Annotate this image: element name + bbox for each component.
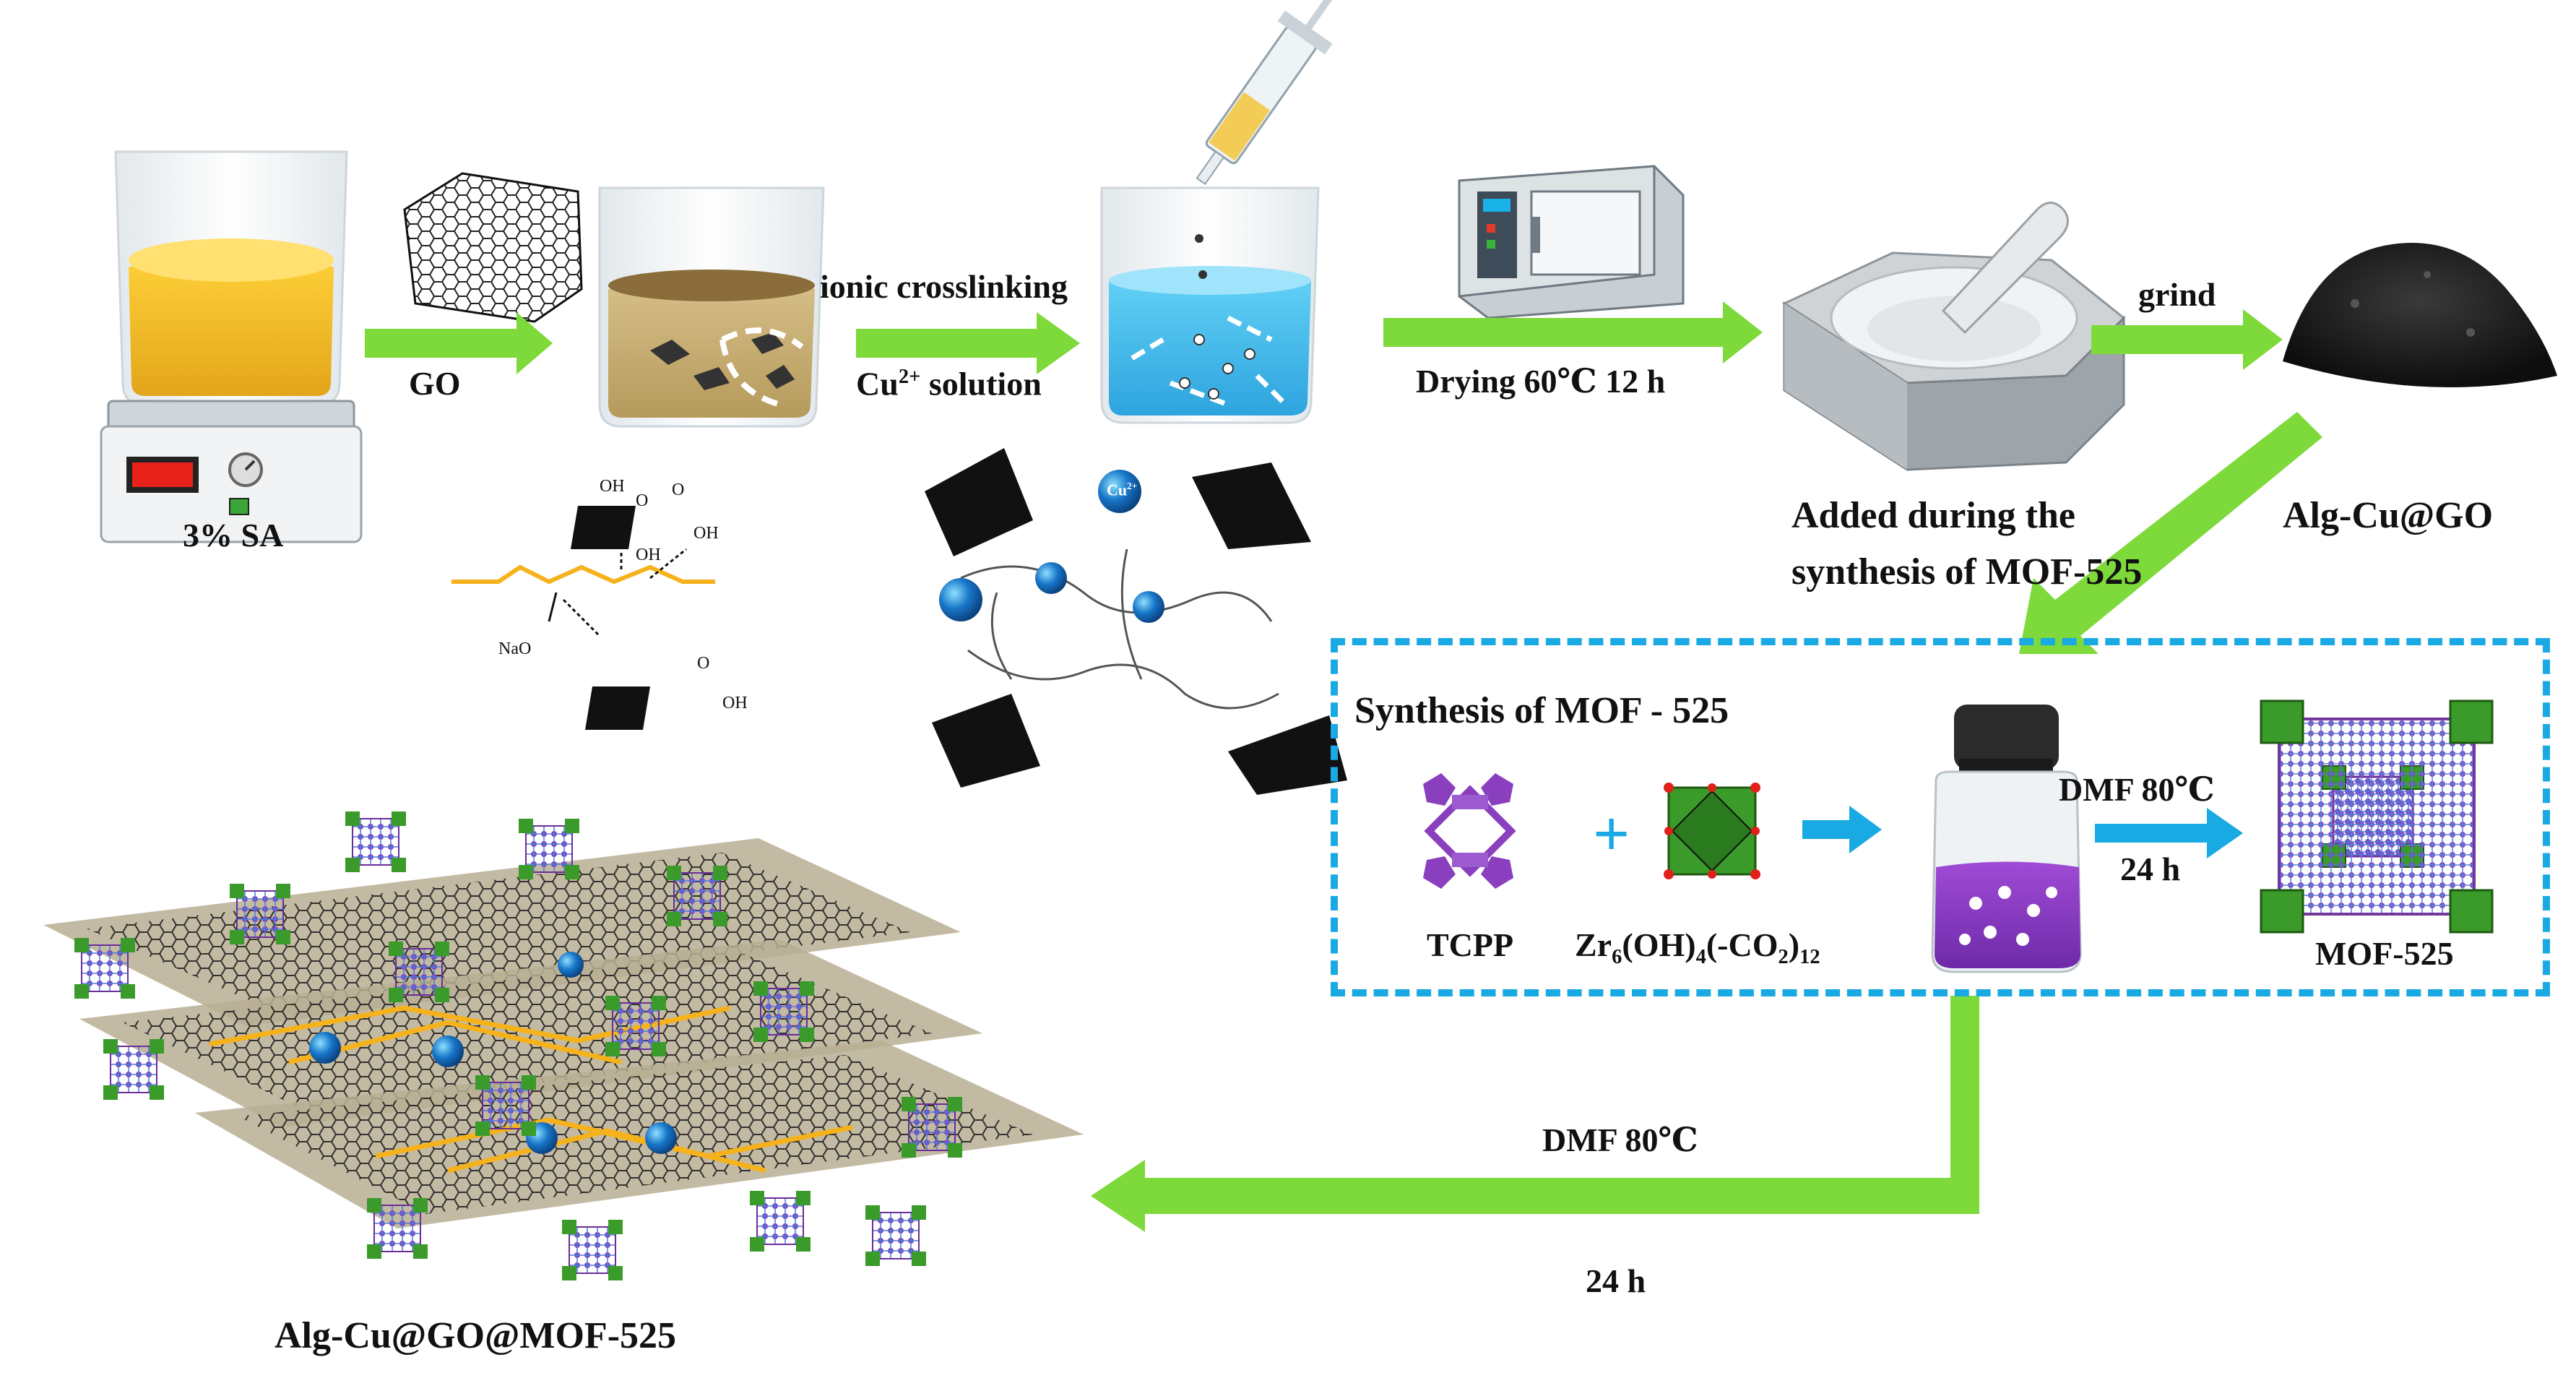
added-during-label-line1: Added during the — [1791, 495, 2075, 536]
time-condition-upper: 24 h — [2120, 851, 2181, 887]
plus-sign: + — [1593, 798, 1630, 870]
reaction-vial — [1931, 705, 2082, 973]
final-product-label: Alg-Cu@GO@MOF-525 — [275, 1315, 677, 1356]
cu-alginate-network-sketch — [925, 448, 1347, 795]
hotplate-with-sa-beaker — [100, 150, 363, 543]
cu-solution-label: Cu2+ solution — [856, 365, 1042, 402]
dmf-condition-lower: DMF 80℃ — [1542, 1121, 1698, 1158]
synthesis-title: Synthesis of MOF - 525 — [1354, 690, 1729, 731]
ionic-crosslinking-label: ionic crosslinking — [820, 268, 1068, 305]
arrow-powder-to-mof-synthesis — [2019, 412, 2322, 654]
arrow-crosslinking-to-drying — [1383, 301, 1763, 363]
added-during-label-line2: synthesis of MOF-525 — [1791, 551, 2143, 593]
tcpp-label: TCPP — [1427, 926, 1514, 963]
chem-nao: NaO — [498, 640, 532, 658]
alg-cu-go-powder — [2283, 243, 2557, 387]
chem-oh-top: OH — [600, 477, 625, 496]
arrow-mof-synthesis-to-final — [1091, 996, 1979, 1232]
crosslinking-beaker-with-syringe — [1100, 0, 1335, 424]
cu-ion-label: Cu2+ — [1107, 481, 1138, 499]
arrow-drying-to-grind — [2091, 309, 2283, 370]
zr6-cluster-structure — [1664, 783, 1760, 879]
chem-oh-mid: OH — [636, 546, 661, 564]
alginate-go-interaction-sketch — [451, 506, 715, 730]
mof525-label: MOF-525 — [2315, 935, 2454, 972]
chem-o-right: O — [672, 481, 685, 499]
zr-cluster-label: Zr6(OH)4(-CO2)12 — [1575, 926, 1820, 969]
sa-label: 3% SA — [183, 517, 284, 554]
time-condition-lower: 24 h — [1586, 1262, 1646, 1299]
mortar-and-pestle — [1781, 202, 2126, 471]
arrow-precursors-to-vial — [1802, 806, 1882, 853]
arrow-sa-to-go-beaker — [365, 312, 553, 374]
dmf-condition-upper: DMF 80℃ — [2059, 771, 2215, 808]
alg-cu-go-mof525-composite — [43, 811, 1084, 1281]
grind-label: grind — [2138, 276, 2216, 313]
chem-o-top: O — [636, 491, 649, 510]
chem-oh-right: OH — [693, 524, 719, 543]
go-label: GO — [409, 365, 461, 402]
mof525-synthesis-box — [1331, 638, 2550, 996]
chem-o-bottom: O — [697, 654, 710, 673]
alg-cu-go-label: Alg-Cu@GO — [2283, 495, 2494, 536]
chem-oh-bottom: OH — [722, 694, 748, 712]
drying-oven-illustration — [1458, 165, 1685, 319]
sa-go-beaker — [598, 186, 825, 428]
go-sheet-illustration — [403, 172, 583, 323]
mof525-crystal — [2260, 699, 2494, 934]
tcpp-linker-structure — [1423, 773, 1516, 889]
arrow-go-to-crosslinking — [856, 312, 1080, 374]
arrow-vial-to-mof525 — [2095, 808, 2243, 858]
drying-label: Drying 60℃ 12 h — [1416, 363, 1666, 400]
